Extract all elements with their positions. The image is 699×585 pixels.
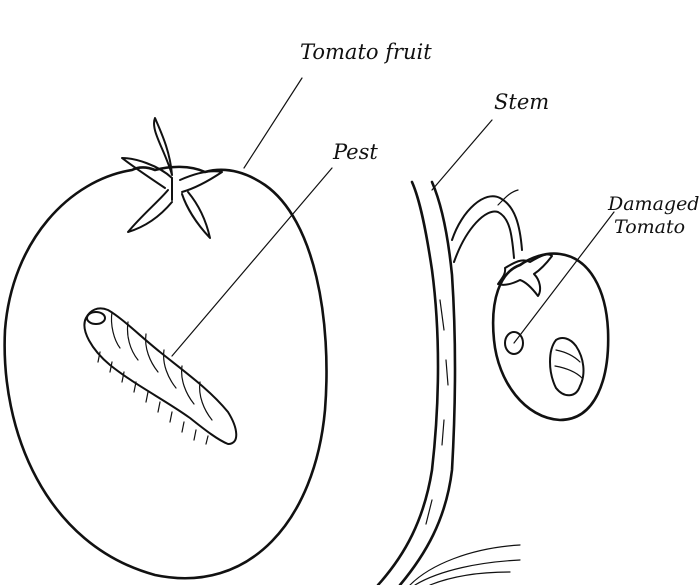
damaged-tomato-leader bbox=[514, 212, 614, 343]
pest-leader bbox=[172, 168, 332, 356]
tomato-branch bbox=[452, 190, 522, 262]
label-damaged: Damaged bbox=[608, 192, 699, 216]
pest-larva bbox=[84, 308, 236, 444]
stem-leader bbox=[432, 120, 492, 190]
tomato-fruit-outline bbox=[5, 167, 327, 578]
damaged-tomato-outline bbox=[493, 254, 608, 420]
small-larva bbox=[550, 338, 583, 395]
leaf-sketch bbox=[410, 545, 520, 585]
tomato-fruit-leader bbox=[244, 78, 302, 168]
label-stem: Stem bbox=[494, 90, 549, 114]
tomato-calyx bbox=[122, 118, 222, 238]
label-damaged-tomato: Tomato bbox=[614, 215, 685, 239]
label-pest: Pest bbox=[333, 140, 378, 164]
plant-stem bbox=[378, 182, 455, 585]
label-tomato-fruit: Tomato fruit bbox=[300, 40, 432, 64]
